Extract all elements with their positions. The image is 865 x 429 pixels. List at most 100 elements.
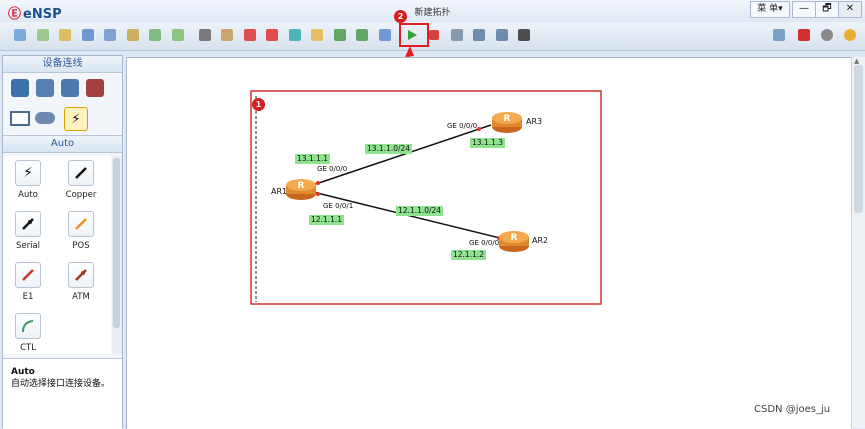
cable-auto[interactable]: ⚡ Auto	[8, 160, 48, 200]
fit-icon[interactable]	[376, 26, 394, 44]
select-icon[interactable]	[196, 26, 214, 44]
network-label: 13.1.1.0/24	[365, 144, 413, 154]
cable-label: Auto	[18, 190, 38, 200]
ip-label: 13.1.1.1	[295, 154, 331, 164]
router-ar3[interactable]: R	[492, 112, 522, 133]
new-topology-icon[interactable]	[11, 26, 29, 44]
cable-label: Serial	[15, 241, 41, 251]
cable-serial[interactable]: Serial	[8, 211, 48, 251]
firewall-icon[interactable]	[84, 77, 106, 99]
selection-box	[250, 90, 602, 305]
cable-label: POS	[72, 241, 90, 251]
watermark: CSDN @joes_ju	[754, 404, 831, 415]
cable-section-title: Auto	[3, 136, 122, 153]
router-icon[interactable]	[9, 77, 31, 99]
scroll-up-icon[interactable]: ▲	[854, 57, 860, 65]
window-title: 新建拓扑	[414, 8, 451, 18]
annotation-marker-2: 2	[394, 10, 407, 23]
start-device-icon[interactable]	[403, 26, 421, 44]
router-ar1[interactable]: R	[286, 179, 316, 200]
cable-ctl[interactable]: CTL	[8, 313, 48, 353]
device-category-grid: ⚡	[3, 73, 122, 136]
print-icon[interactable]	[124, 26, 142, 44]
cable-list-scrollbar[interactable]	[112, 156, 122, 354]
svg-text:R: R	[511, 233, 518, 243]
text-icon[interactable]	[286, 26, 304, 44]
cable-label: ATM	[72, 292, 90, 302]
cable-icon[interactable]: ⚡	[64, 107, 88, 131]
router-label-ar2: AR2	[532, 236, 549, 245]
scroll-thumb[interactable]	[854, 65, 863, 213]
pan-icon[interactable]	[218, 26, 236, 44]
cable-icon	[68, 262, 94, 288]
cable-icon: ⚡	[15, 160, 41, 186]
delete-all-icon[interactable]	[263, 26, 281, 44]
port-label: GE 0/0/0	[447, 122, 478, 130]
cable-pos[interactable]: POS	[61, 211, 101, 251]
port-label: GE 0/0/0	[469, 239, 500, 247]
cable-label: CTL	[20, 343, 36, 353]
help-icon[interactable]	[841, 26, 859, 44]
chat-icon[interactable]	[770, 26, 788, 44]
cable-label: E1	[22, 292, 34, 302]
port-dot	[316, 181, 320, 185]
svg-text:R: R	[298, 181, 305, 191]
settings-icon[interactable]	[818, 26, 836, 44]
cable-description: Auto 自动选择接口连接设备。	[3, 358, 122, 429]
palette-icon[interactable]	[308, 26, 326, 44]
show-interface-icon[interactable]	[493, 26, 511, 44]
ip-label: 12.1.1.1	[309, 215, 345, 225]
wlan-icon[interactable]	[59, 77, 81, 99]
link-ar1-ar3	[300, 124, 492, 190]
router-label-ar1: AR1	[271, 187, 288, 196]
save-as-icon[interactable]	[101, 26, 119, 44]
cable-atm[interactable]: ATM	[61, 262, 101, 302]
topology-icon[interactable]	[470, 26, 488, 44]
cable-e1[interactable]: E1	[8, 262, 48, 302]
capture-icon[interactable]	[448, 26, 466, 44]
pc-icon[interactable]	[9, 107, 31, 129]
network-label: 12.1.1.0/24	[396, 206, 444, 216]
port-dot	[316, 192, 320, 196]
delete-icon[interactable]	[241, 26, 259, 44]
switch-icon[interactable]	[34, 77, 56, 99]
stop-device-icon[interactable]	[425, 26, 443, 44]
screenshot-icon[interactable]	[515, 26, 533, 44]
menu-button[interactable]: 菜 单▾	[750, 1, 790, 18]
cloud-icon[interactable]	[34, 107, 56, 129]
ip-label: 13.1.1.3	[470, 138, 506, 148]
new-example-icon[interactable]	[34, 26, 52, 44]
canvas-scrollbar[interactable]: ▲	[851, 57, 865, 428]
svg-text:R: R	[504, 114, 511, 124]
cable-icon	[15, 313, 41, 339]
port-label: GE 0/0/1	[323, 202, 354, 210]
ensp-logo-icon: Ⓔ	[8, 7, 22, 22]
redo-icon[interactable]	[169, 26, 187, 44]
huawei-icon[interactable]	[795, 26, 813, 44]
zoom-out-icon[interactable]	[353, 26, 371, 44]
description-title: Auto	[11, 367, 35, 377]
router-ar2[interactable]: R	[499, 231, 529, 252]
cable-icon	[15, 262, 41, 288]
cable-copper[interactable]: Copper	[61, 160, 101, 200]
description-text: 自动选择接口连接设备。	[11, 379, 111, 389]
close-button[interactable]: ✕	[838, 1, 862, 18]
open-icon[interactable]	[56, 26, 74, 44]
port-dot	[477, 127, 481, 131]
zoom-in-icon[interactable]	[331, 26, 349, 44]
undo-icon[interactable]	[146, 26, 164, 44]
restore-button[interactable]: 🗗	[815, 1, 839, 18]
annotation-marker-1: 1	[252, 98, 265, 111]
toolbar	[0, 22, 865, 51]
ip-label: 12.1.1.2	[451, 250, 487, 260]
cable-icon	[68, 160, 94, 186]
cable-label: Copper	[65, 190, 97, 200]
cable-icon	[68, 211, 94, 237]
minimize-button[interactable]: —	[792, 1, 816, 18]
save-icon[interactable]	[79, 26, 97, 44]
device-panel-title: 设备连线	[3, 56, 122, 73]
